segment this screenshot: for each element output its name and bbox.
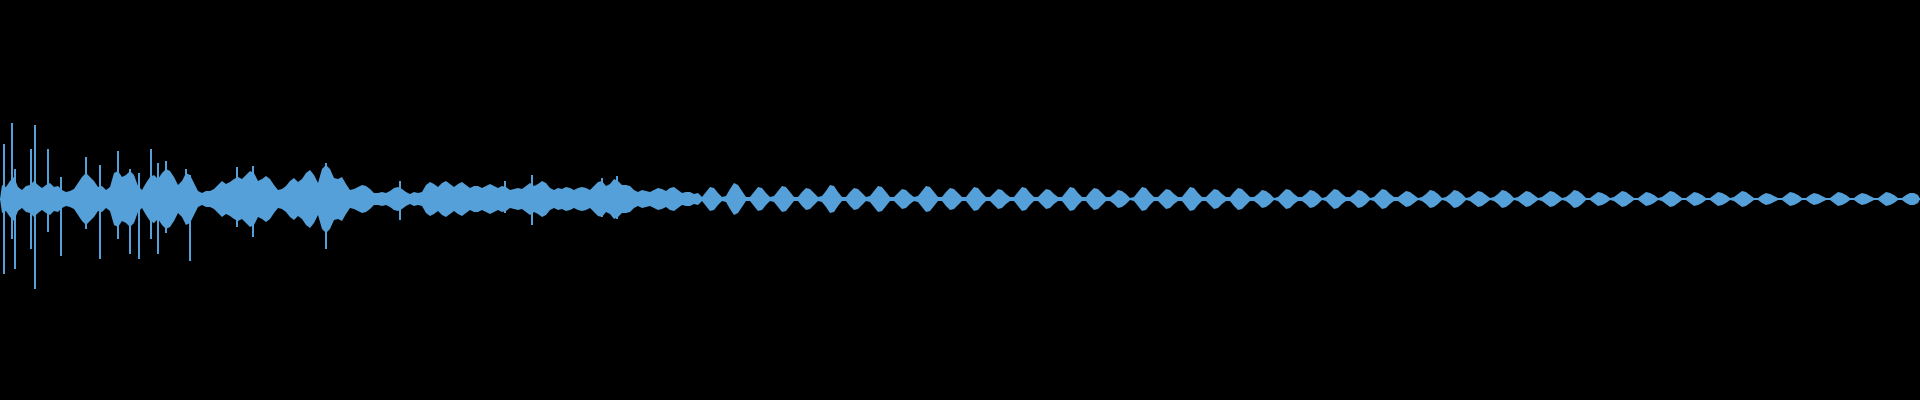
waveform-spike — [138, 173, 140, 259]
waveform-spike — [531, 175, 533, 225]
waveform-spike — [504, 181, 506, 213]
waveform-spike — [252, 166, 254, 237]
waveform-spike — [85, 157, 87, 229]
waveform-spike — [11, 123, 13, 239]
waveform-spike — [189, 175, 191, 261]
waveform-spike — [399, 181, 401, 220]
waveform-spike — [236, 167, 238, 227]
waveform-spike — [30, 149, 32, 249]
waveform-spike — [129, 169, 131, 254]
waveform-spike — [601, 178, 603, 217]
waveform-spike — [34, 125, 36, 289]
waveform-shape — [0, 165, 1920, 233]
waveform-spike — [325, 163, 327, 249]
waveform-spike — [117, 151, 119, 239]
waveform-spike — [3, 144, 5, 274]
waveform-spike — [14, 169, 16, 269]
waveform-spike — [99, 165, 101, 259]
waveform-spike — [165, 161, 167, 233]
waveform-spike — [157, 163, 159, 254]
waveform-needle-spikes — [3, 123, 618, 289]
waveform-spike — [150, 149, 152, 239]
waveform-spike — [616, 176, 618, 219]
waveform-spike — [60, 177, 62, 256]
waveform-spike — [185, 169, 187, 223]
waveform-spike — [47, 149, 49, 232]
